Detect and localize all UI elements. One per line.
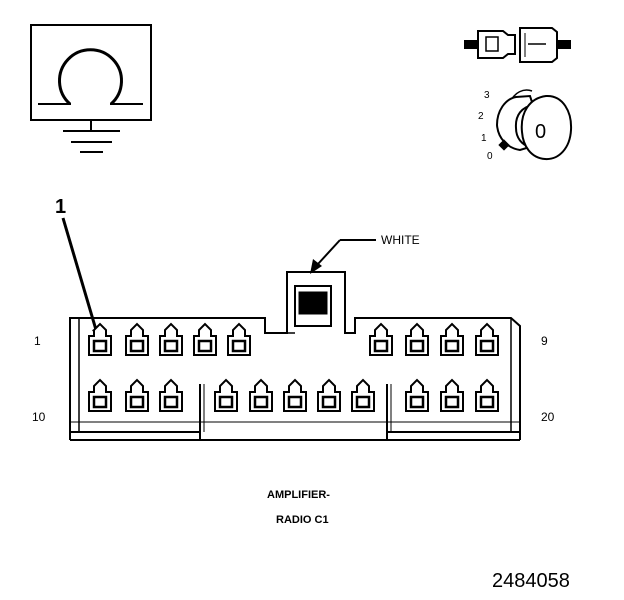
pin-label-20: 20 xyxy=(541,410,555,424)
pin-label-9: 9 xyxy=(541,334,548,348)
ignition-position-3: 3 xyxy=(484,90,490,101)
ignition-position-1: 1 xyxy=(481,133,487,144)
terminal-cavity-bottom-7 xyxy=(317,378,341,412)
connector-name-line1: AMPLIFIER- xyxy=(267,489,330,501)
terminal-cavity-bottom-5 xyxy=(249,378,273,412)
terminal-cavity-bottom-11 xyxy=(475,378,499,412)
terminal-cavity-bottom-8 xyxy=(351,378,375,412)
pin-label-1: 1 xyxy=(34,334,41,348)
connector-latch xyxy=(287,285,332,334)
connector-body xyxy=(69,271,521,441)
terminal-cavity-bottom-1 xyxy=(88,378,112,412)
ignition-key-icon: 3 2 1 0 0 xyxy=(478,89,573,162)
terminal-cavity-bottom-9 xyxy=(405,378,429,412)
terminal-cavity-bottom-3 xyxy=(159,378,183,412)
terminal-cavity-bottom-2 xyxy=(125,378,149,412)
terminal-cavity-top-7 xyxy=(405,322,429,356)
ohm-ground-symbol-icon xyxy=(30,24,152,153)
terminal-cavity-top-1 xyxy=(88,322,112,356)
color-label: WHITE xyxy=(381,233,420,247)
ignition-position-2: 2 xyxy=(478,111,484,122)
terminal-cavity-top-5 xyxy=(227,322,251,356)
terminal-cavity-bottom-10 xyxy=(440,378,464,412)
connector-name-line2: RADIO C1 xyxy=(276,514,329,526)
terminal-cavity-top-8 xyxy=(440,322,464,356)
white-leader-arrow xyxy=(310,239,376,274)
figure-id: 2484058 xyxy=(492,570,570,592)
terminal-cavity-top-4 xyxy=(193,322,217,356)
terminal-cavity-top-3 xyxy=(159,322,183,356)
callout-number: 1 xyxy=(55,196,66,218)
terminal-cavity-bottom-6 xyxy=(283,378,307,412)
terminal-cavity-top-6 xyxy=(369,322,393,356)
terminal-cavity-top-9 xyxy=(475,322,499,356)
inline-connector-icon xyxy=(464,27,571,63)
ignition-key-label: 0 xyxy=(535,121,546,143)
ignition-position-0: 0 xyxy=(487,151,493,162)
terminal-cavity-top-2 xyxy=(125,322,149,356)
terminal-cavities xyxy=(88,322,499,412)
pin-label-10: 10 xyxy=(32,410,46,424)
terminal-cavity-bottom-4 xyxy=(214,378,238,412)
